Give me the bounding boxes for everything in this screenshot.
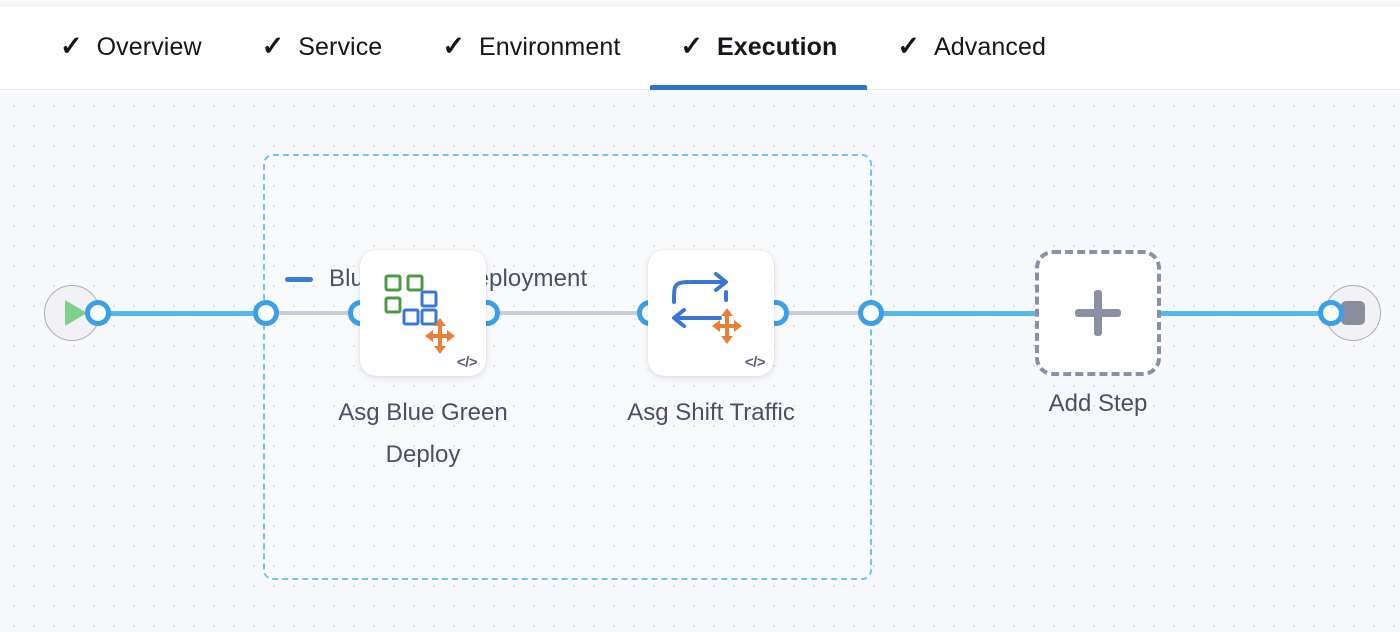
- tab-label: Overview: [96, 33, 202, 61]
- connector-dot-group-right[interactable]: [858, 300, 884, 326]
- connector-group-to-add-step: [880, 311, 1038, 316]
- connector-dot-start[interactable]: [85, 300, 111, 326]
- check-icon: ✓: [261, 31, 285, 61]
- check-icon: ✓: [60, 31, 83, 61]
- connector-start-to-group: [108, 311, 268, 316]
- add-step-button[interactable]: [1035, 250, 1161, 376]
- check-icon: ✓: [897, 31, 921, 61]
- code-badge: </>: [456, 354, 478, 371]
- connector-add-step-to-end: [1158, 311, 1330, 316]
- tab-service[interactable]: ✓ Service: [232, 6, 413, 90]
- tab-overview[interactable]: ✓ Overview: [30, 6, 232, 90]
- add-step-label[interactable]: Add Step: [1048, 390, 1148, 417]
- tab-environment[interactable]: ✓ Environment: [412, 6, 650, 90]
- step-card-asg-shift-traffic[interactable]: </>: [648, 250, 774, 376]
- step-label-asg-blue-green-deploy: Asg Blue Green Deploy: [338, 399, 508, 468]
- check-icon: ✓: [680, 31, 704, 61]
- tab-label: Execution: [717, 33, 838, 61]
- connector-dot-group-left[interactable]: [253, 300, 279, 326]
- asg-shift-traffic-icon: [672, 272, 742, 344]
- step-card-asg-blue-green-deploy[interactable]: </>: [360, 250, 486, 376]
- tab-advanced[interactable]: ✓ Advanced: [867, 6, 1076, 90]
- asg-blue-green-deploy-icon: [384, 274, 455, 354]
- step-group-blue-green-deployment[interactable]: [263, 154, 872, 580]
- check-icon: ✓: [442, 31, 465, 61]
- pipeline-stage-tabs: ✓ Overview ✓ Service ✓ Environment ✓ Exe…: [0, 6, 1400, 90]
- active-tab-underline: [650, 84, 868, 90]
- code-badge: </>: [744, 354, 766, 371]
- minus-icon[interactable]: [285, 276, 313, 282]
- connector-step1-to-step2: [494, 311, 644, 315]
- play-icon: [64, 300, 87, 326]
- step-label-asg-shift-traffic: Asg Shift Traffic: [627, 399, 795, 426]
- connector-step2-to-group-end: [783, 311, 867, 315]
- pipeline-canvas[interactable]: Blue Green Deployment: [0, 90, 1400, 632]
- pipeline-end-node[interactable]: [1325, 285, 1381, 341]
- tab-execution[interactable]: ✓ Execution: [650, 6, 868, 90]
- tab-label: Advanced: [934, 33, 1047, 61]
- connector-dot-end[interactable]: [1318, 300, 1344, 326]
- tab-label: Environment: [478, 33, 621, 61]
- stop-icon: [1341, 301, 1365, 325]
- plus-icon: [1075, 290, 1121, 336]
- connector-group-to-step1: [272, 311, 356, 315]
- window-top-strip: [0, 0, 1400, 6]
- tab-label: Service: [298, 33, 383, 61]
